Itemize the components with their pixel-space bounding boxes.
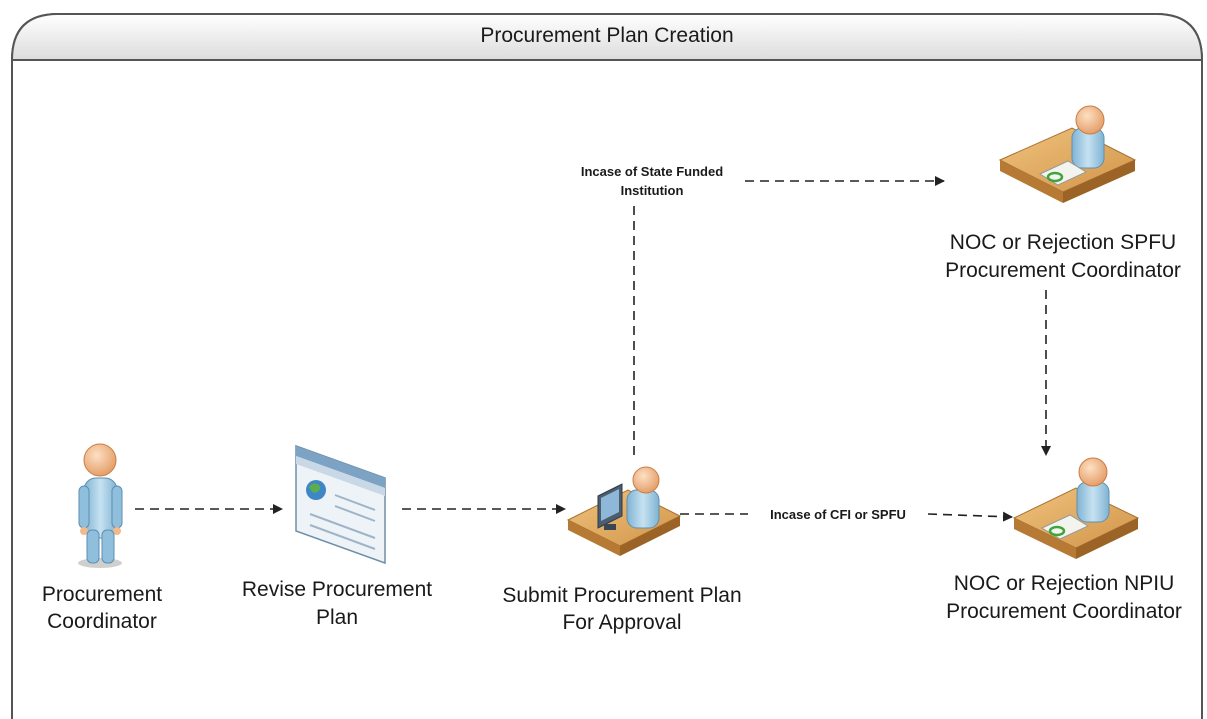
edge-label-state-funded-line2: Institution [621, 183, 684, 198]
node-label-submit-line1: Submit Procurement Plan [502, 584, 741, 607]
node-label-revise-line2: Plan [316, 606, 358, 629]
node-label-npiu-line1: NOC or Rejection NPIU [954, 572, 1175, 595]
frame [10, 13, 1204, 719]
edges [135, 176, 1051, 522]
node-label-revise-line1: Revise Procurement [242, 578, 432, 601]
node-label-spfu-line2: Procurement Coordinator [945, 259, 1181, 282]
person-icon [78, 443, 123, 568]
node-label-coordinator-line2: Coordinator [47, 610, 157, 633]
edge-label-cfi-spfu: Incase of CFI or SPFU [770, 507, 906, 522]
edge-label-state-funded-line1: Incase of State Funded [581, 164, 723, 179]
node-label-spfu-line1: NOC or Rejection SPFU [950, 231, 1176, 254]
node-label-npiu-line2: Procurement Coordinator [946, 600, 1182, 623]
user-at-desk-icon [1012, 457, 1140, 559]
diagram-title: Procurement Plan Creation [480, 24, 733, 47]
user-at-computer-icon [566, 466, 682, 556]
node-label-coordinator-line1: Procurement [42, 583, 162, 606]
user-at-desk-icon [998, 105, 1137, 203]
node-label-submit-line2: For Approval [562, 611, 681, 634]
web-page-icon [295, 444, 386, 565]
